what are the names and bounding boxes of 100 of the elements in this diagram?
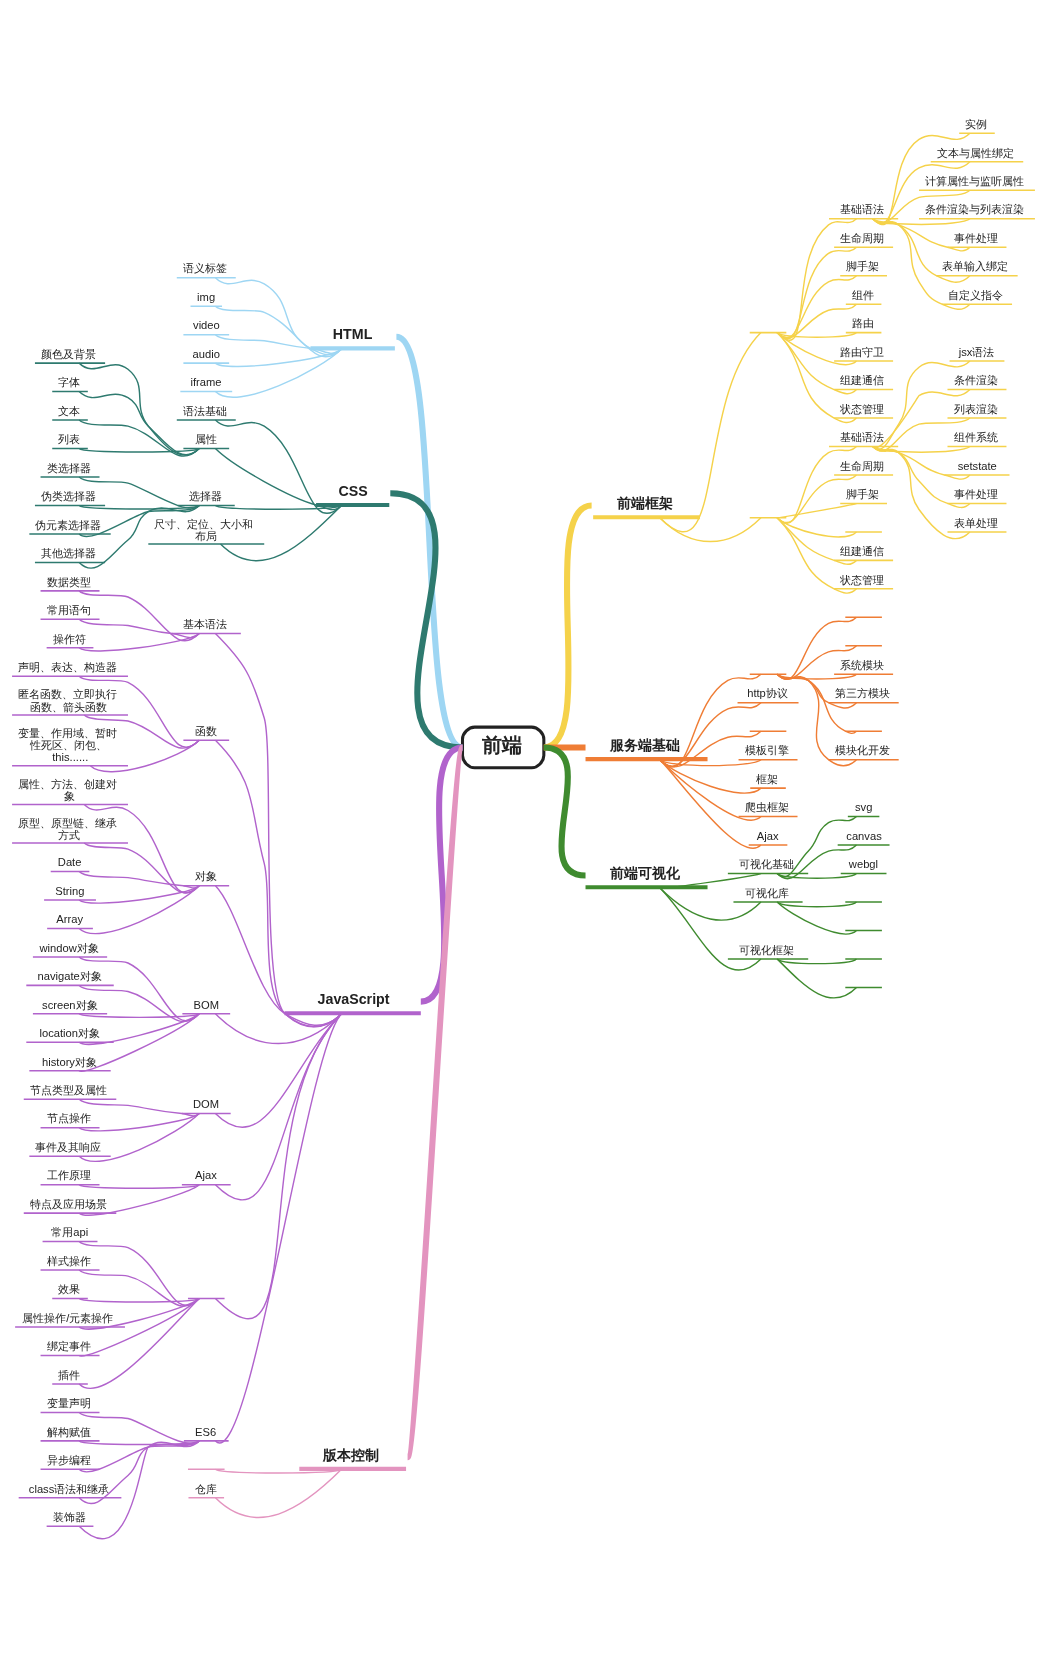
node-text: 基础语法 xyxy=(840,202,885,215)
node-text: Ajax xyxy=(756,829,779,842)
node-line xyxy=(844,644,883,647)
node-text: img xyxy=(197,290,216,303)
node-text: 语法基础 xyxy=(182,404,227,417)
node-text: ES6 xyxy=(195,1425,217,1438)
node-text: location对象 xyxy=(39,1026,101,1039)
node-text: 可视化基础 xyxy=(739,857,795,870)
node-text: 列表渲染 xyxy=(953,402,998,415)
node-text: screen对象 xyxy=(42,998,98,1011)
node-text: 数据类型 xyxy=(46,575,91,588)
connector xyxy=(776,217,858,341)
node-text: 插件 xyxy=(58,1368,81,1381)
connector xyxy=(776,872,858,879)
connector xyxy=(659,872,762,889)
node-text: 组建通信 xyxy=(840,544,885,557)
connector xyxy=(78,1183,200,1189)
node-text: Ajax xyxy=(195,1168,217,1181)
node-text: 其他选择器 xyxy=(41,546,97,559)
node-text: 自定义指令 xyxy=(948,288,1003,301)
node-text: history对象 xyxy=(42,1055,97,1067)
node-text: 文本与属性绑定 xyxy=(936,146,1014,159)
connector xyxy=(78,1297,200,1330)
node-text: webgl xyxy=(848,857,879,870)
connector xyxy=(872,445,971,480)
node-text: 属性 xyxy=(194,432,217,445)
node-box: 前端 xyxy=(460,725,546,769)
node-text: 对象 xyxy=(194,869,217,882)
node-text: 组件 xyxy=(851,288,874,301)
connector xyxy=(776,331,858,394)
node-text: 节点操作 xyxy=(46,1111,91,1124)
node-line xyxy=(844,616,883,618)
connector xyxy=(78,955,200,1021)
node-text: http协议 xyxy=(747,686,788,699)
node-text: 字体 xyxy=(58,375,81,388)
connector xyxy=(78,1439,200,1539)
connector xyxy=(776,331,858,338)
connector xyxy=(78,1012,200,1018)
connector xyxy=(78,1297,200,1357)
connector xyxy=(659,758,762,849)
connector xyxy=(78,504,200,537)
node-text: window对象 xyxy=(39,941,99,954)
connector xyxy=(89,739,200,772)
node-text: 事件处理 xyxy=(953,487,998,500)
node-line xyxy=(844,530,883,533)
connector xyxy=(78,1112,200,1162)
node-text: 效果 xyxy=(58,1282,81,1295)
connector xyxy=(78,361,200,456)
connector xyxy=(78,1411,200,1444)
connector xyxy=(78,390,200,455)
connector xyxy=(659,886,762,971)
connector xyxy=(78,1012,200,1045)
connector xyxy=(776,815,858,878)
node-text: 原型、原型链、继承方式 xyxy=(18,816,118,841)
connector xyxy=(78,884,200,934)
node-text: 列表 xyxy=(58,432,81,445)
node-line xyxy=(844,986,883,988)
node-text: 服务端基础 xyxy=(609,736,680,753)
node-text: canvas xyxy=(846,829,882,842)
node-text: 属性、方法、创建对象 xyxy=(18,777,118,802)
connector xyxy=(78,632,200,652)
connector xyxy=(776,274,858,338)
node-text: navigate对象 xyxy=(37,969,102,982)
node-line xyxy=(187,1468,226,1470)
connector xyxy=(776,445,858,524)
node-text: BOM xyxy=(193,998,220,1011)
node-text: 前端可视化 xyxy=(609,864,680,881)
node-text: HTML xyxy=(332,325,373,342)
connector xyxy=(78,504,200,569)
node-line xyxy=(748,516,788,518)
node-text: 条件渲染与列表渲染 xyxy=(925,202,1025,215)
connector xyxy=(659,758,762,821)
node-text: 样式操作 xyxy=(46,1254,91,1267)
connector xyxy=(78,418,200,457)
node-text: 生命周期 xyxy=(840,231,885,244)
connector xyxy=(78,447,200,453)
node-text: 事件及其响应 xyxy=(35,1140,102,1153)
connector xyxy=(78,1183,200,1216)
node-text: JavaScript xyxy=(317,990,390,1007)
node-text: 解构赋值 xyxy=(46,1425,91,1438)
connector xyxy=(776,900,858,935)
node-line xyxy=(844,929,883,931)
connector xyxy=(776,246,858,339)
node-text: 状态管理 xyxy=(840,402,885,415)
node-text: 声明、表达、构造器 xyxy=(18,660,118,673)
node-text: 工作原理 xyxy=(46,1168,91,1181)
connector xyxy=(78,1439,200,1504)
node-text: 路由 xyxy=(851,316,874,329)
node-text: 基本语法 xyxy=(182,617,227,630)
connector xyxy=(872,445,971,453)
connector xyxy=(776,302,858,338)
connector xyxy=(78,475,200,509)
node-text: 尺寸、定位、大小和布局 xyxy=(154,517,254,542)
node-text: 类选择器 xyxy=(46,461,91,474)
connector xyxy=(872,217,971,310)
connector xyxy=(776,843,858,879)
node-text: 脚手架 xyxy=(846,487,880,500)
connector xyxy=(78,1439,200,1445)
node-text: 语义标签 xyxy=(182,261,227,274)
node-text: String xyxy=(55,884,85,897)
